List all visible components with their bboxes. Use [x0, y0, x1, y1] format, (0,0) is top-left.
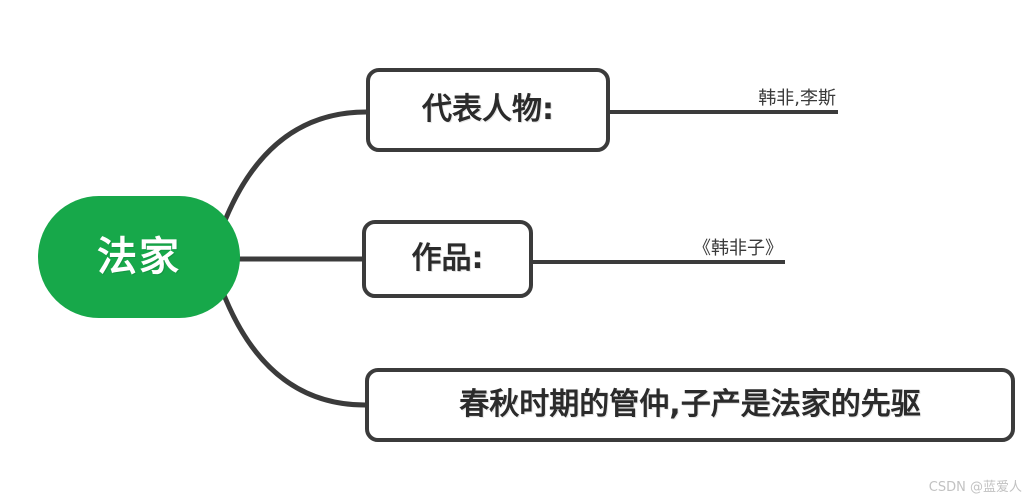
topic-box-works-label: 作品:	[411, 241, 484, 276]
leaf-representatives[interactable]: 韩非,李斯	[610, 76, 838, 114]
topic-box-precursors[interactable]: 春秋时期的管仲,子产是法家的先驱	[365, 368, 1015, 442]
csdn-watermark: CSDN @蓝爱人	[928, 480, 1022, 495]
leaf-representatives-rule	[610, 110, 838, 114]
topic-box-representatives-label: 代表人物:	[422, 92, 554, 127]
leaf-works-text: 《韩非子》	[693, 238, 783, 259]
leaf-works[interactable]: 《韩非子》	[533, 226, 785, 264]
topic-box-works[interactable]: 作品:	[362, 220, 533, 298]
connector-to-precursors	[219, 287, 368, 408]
connector-to-representatives	[219, 109, 369, 231]
leaf-representatives-text: 韩非,李斯	[758, 88, 836, 109]
topic-box-representatives[interactable]: 代表人物:	[366, 68, 610, 152]
topic-box-precursors-label: 春秋时期的管仲,子产是法家的先驱	[459, 387, 921, 422]
root-node-label: 法家	[97, 234, 181, 280]
leaf-works-rule	[533, 260, 785, 264]
root-node[interactable]: 法家	[38, 196, 240, 318]
